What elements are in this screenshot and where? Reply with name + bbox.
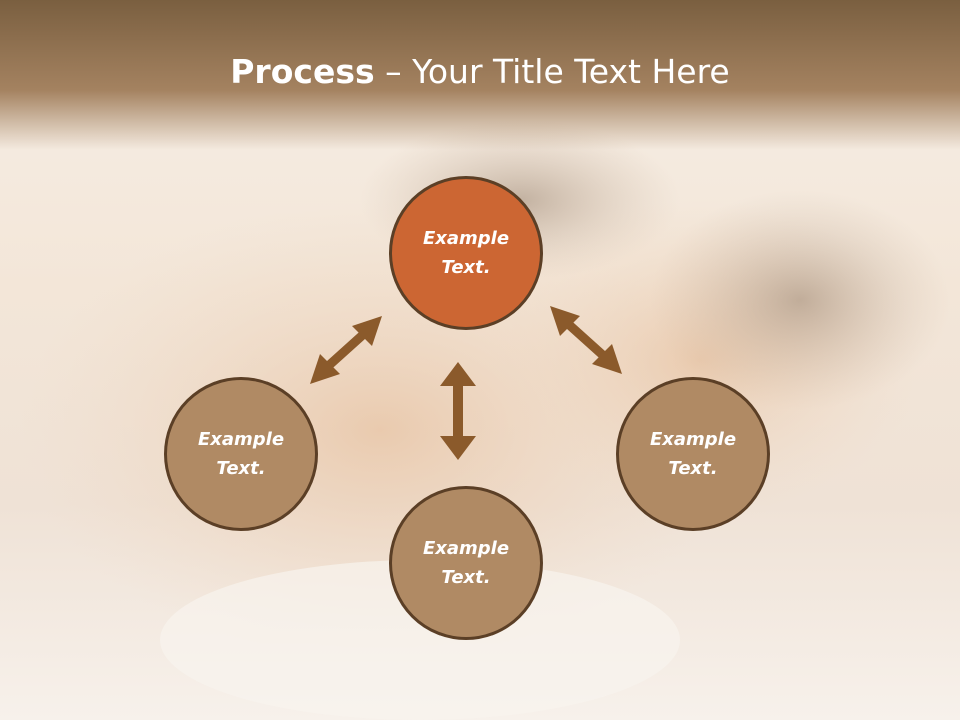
process-node-top: Example Text. (389, 176, 543, 330)
process-node-bottom: Example Text. (389, 486, 543, 640)
slide-title: Process – Your Title Text Here (0, 52, 960, 91)
arrow-center-to-right (550, 306, 622, 374)
process-node-left: Example Text. (164, 377, 318, 531)
process-node-right: Example Text. (616, 377, 770, 531)
arrow-center-to-bottom (440, 362, 476, 460)
title-bold: Process (230, 52, 375, 91)
title-bar (0, 0, 960, 150)
arrow-center-to-left (310, 316, 382, 384)
title-rest: – Your Title Text Here (374, 52, 730, 91)
